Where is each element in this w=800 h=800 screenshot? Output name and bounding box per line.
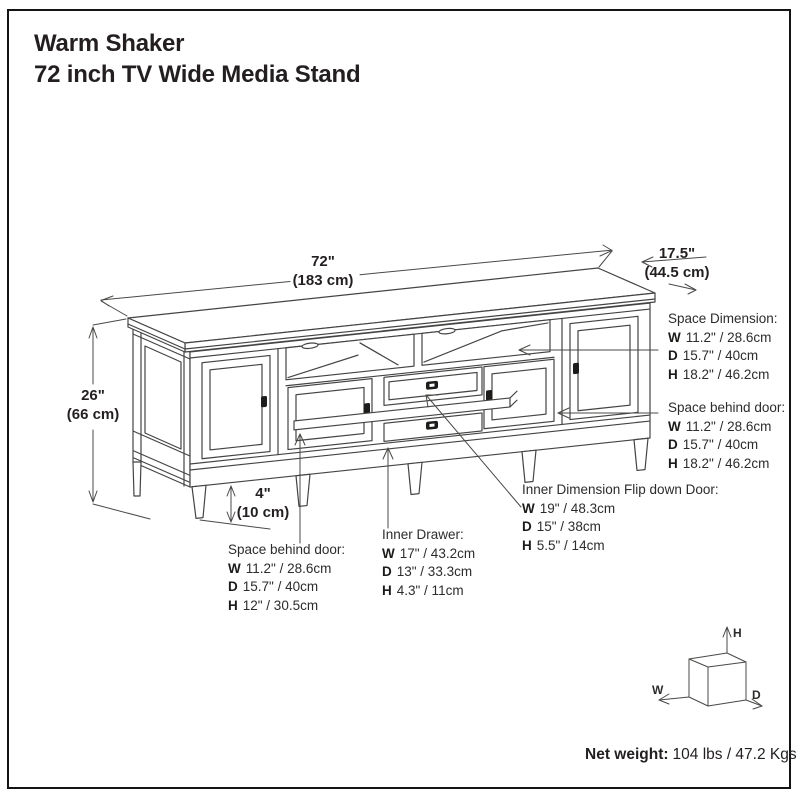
- dimension-lines: [88, 244, 707, 530]
- side-panel: [132, 326, 197, 497]
- axis-label-h: H: [733, 626, 742, 640]
- page-border: [7, 9, 791, 789]
- height-dimension-label: 26" (66 cm): [66, 387, 120, 423]
- axis-label-w: W: [652, 683, 664, 697]
- axis-cube-icon: [658, 626, 763, 710]
- net-weight: Net weight:104 lbs / 47.2 Kgs: [585, 746, 797, 764]
- width-dimension-label: 72" (183 cm): [292, 253, 354, 289]
- product-name: Warm Shaker: [34, 30, 185, 57]
- callout-title: Space behind door:: [668, 400, 786, 415]
- tabletop: [127, 267, 656, 353]
- depth-dimension-label: 17.5" (44.5 cm): [644, 245, 710, 281]
- leader-lines: [294, 344, 659, 544]
- callout-title: Space Dimension:: [668, 311, 778, 326]
- front-face: [189, 302, 651, 519]
- net-weight-value: 104 lbs / 47.2 Kgs: [672, 746, 797, 763]
- net-weight-label: Net weight:: [585, 746, 669, 763]
- clearance-dimension-label: 4" (10 cm): [236, 485, 290, 521]
- page-title: Warm Shaker 72 inch TV Wide Media Stand: [34, 28, 361, 90]
- axis-label-d: D: [752, 688, 761, 702]
- callout-title: Inner Dimension Flip down Door:: [522, 482, 719, 497]
- callout-title: Inner Drawer:: [382, 527, 464, 542]
- product-subtitle: 72 inch TV Wide Media Stand: [34, 61, 361, 88]
- callout-title: Space behind door:: [228, 542, 346, 557]
